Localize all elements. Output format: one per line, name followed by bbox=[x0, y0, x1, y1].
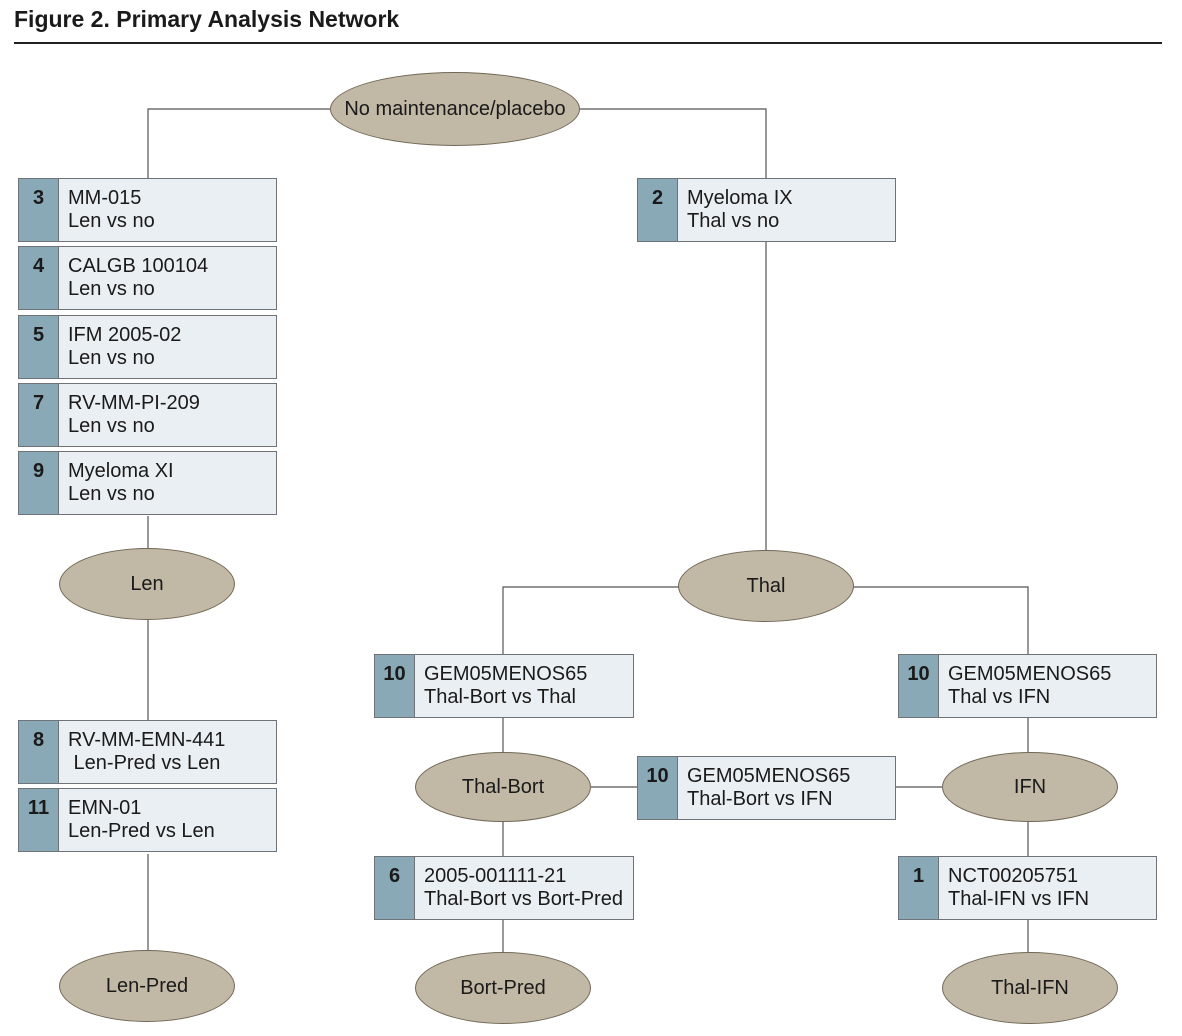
trial-name: GEM05MENOS65 bbox=[948, 663, 1112, 685]
trial-number: 5 bbox=[19, 316, 59, 378]
trial-name: GEM05MENOS65 bbox=[687, 765, 851, 787]
trial-name: NCT00205751 bbox=[948, 865, 1079, 887]
trial-comparison: Thal-IFN vs IFN bbox=[948, 888, 1090, 910]
trial-name: GEM05MENOS65 bbox=[424, 663, 588, 685]
trial-box: 8 RV-MM-EMN-441 Len-Pred vs Len bbox=[18, 720, 277, 784]
trial-comparison: Thal-Bort vs Thal bbox=[424, 686, 576, 708]
node-thal: Thal bbox=[678, 550, 854, 622]
trial-name: MM-015 bbox=[68, 187, 142, 209]
title-rule bbox=[14, 42, 1162, 44]
trial-name: IFM 2005-02 bbox=[68, 324, 182, 346]
node-no-maintenance: No maintenance/placebo bbox=[330, 72, 580, 146]
trial-number: 7 bbox=[19, 384, 59, 446]
figure-title: Figure 2. Primary Analysis Network bbox=[14, 6, 400, 32]
trial-number: 3 bbox=[19, 179, 59, 241]
trial-comparison: Len vs no bbox=[68, 415, 155, 437]
trial-number: 8 bbox=[19, 721, 59, 783]
edge-thal-right bbox=[852, 586, 1029, 654]
trial-name: 2005-001111-21 bbox=[424, 865, 567, 887]
trial-number: 10 bbox=[899, 655, 939, 717]
trial-number: 11 bbox=[19, 789, 59, 851]
trial-name: Myeloma XI bbox=[68, 460, 174, 482]
node-ifn: IFN bbox=[942, 752, 1118, 822]
trial-name: CALGB 100104 bbox=[68, 255, 209, 277]
trial-number: 4 bbox=[19, 247, 59, 309]
trial-comparison: Thal vs no bbox=[687, 210, 780, 232]
node-thal-bort: Thal-Bort bbox=[415, 752, 591, 822]
trial-comparison: Len vs no bbox=[68, 347, 155, 369]
edge-none-right bbox=[580, 108, 767, 178]
trial-comparison: Thal-Bort vs Bort-Pred bbox=[424, 888, 623, 910]
trial-number: 9 bbox=[19, 452, 59, 514]
trial-name: Myeloma IX bbox=[687, 187, 793, 209]
edge-none-left bbox=[147, 108, 330, 178]
trial-comparison: Thal-Bort vs IFN bbox=[687, 788, 833, 810]
trial-number: 6 bbox=[375, 857, 415, 919]
trial-name: RV-MM-EMN-441 bbox=[68, 729, 226, 751]
trial-number: 10 bbox=[375, 655, 415, 717]
trial-comparison: Len vs no bbox=[68, 210, 155, 232]
trial-comparison: Thal vs IFN bbox=[948, 686, 1051, 708]
node-len: Len bbox=[59, 548, 235, 620]
node-bort-pred: Bort-Pred bbox=[415, 952, 591, 1024]
trial-number: 2 bbox=[638, 179, 678, 241]
edge-thal-left bbox=[502, 586, 680, 654]
trial-name: EMN-01 bbox=[68, 797, 142, 819]
trial-comparison: Len vs no bbox=[68, 278, 155, 300]
trial-comparison: Len-Pred vs Len bbox=[68, 820, 215, 842]
trial-name: RV-MM-PI-209 bbox=[68, 392, 200, 414]
node-thal-ifn: Thal-IFN bbox=[942, 952, 1118, 1024]
trial-number: 10 bbox=[638, 757, 678, 819]
trial-comparison: Len-Pred vs Len bbox=[68, 752, 221, 774]
trial-number: 1 bbox=[899, 857, 939, 919]
node-len-pred: Len-Pred bbox=[59, 950, 235, 1022]
trial-comparison: Len vs no bbox=[68, 483, 155, 505]
